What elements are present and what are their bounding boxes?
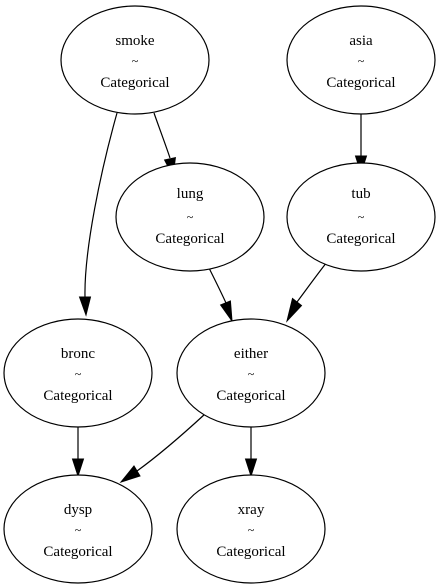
edge-bronc-to-dysp: [71, 426, 85, 478]
node-bronc-distribution: Categorical: [43, 388, 112, 404]
node-either-ellipse: [176, 318, 326, 428]
node-lung-separator: ~: [187, 210, 194, 224]
node-dysp-ellipse: [3, 474, 153, 584]
node-smoke: smoke ~ Categorical: [60, 5, 210, 115]
node-xray-separator: ~: [248, 523, 255, 537]
node-asia: asia ~ Categorical: [286, 5, 436, 115]
node-lung: lung ~ Categorical: [115, 162, 265, 272]
node-asia-ellipse: [286, 5, 436, 115]
node-smoke-label: smoke: [115, 33, 155, 49]
node-bronc-separator: ~: [75, 367, 82, 381]
node-dysp: dysp ~ Categorical: [3, 474, 153, 584]
edge-either-to-dysp: [119, 413, 206, 483]
node-smoke-distribution: Categorical: [100, 75, 169, 91]
node-tub-separator: ~: [358, 210, 365, 224]
node-asia-separator: ~: [358, 54, 365, 68]
node-xray-label: xray: [238, 502, 265, 518]
node-dysp-label: dysp: [64, 502, 92, 518]
edge-either-to-xray: [244, 426, 258, 478]
node-tub: tub ~ Categorical: [286, 162, 436, 272]
node-xray-ellipse: [176, 474, 326, 584]
node-lung-label: lung: [177, 186, 204, 202]
node-bronc-label: bronc: [61, 346, 95, 362]
node-xray: xray ~ Categorical: [176, 474, 326, 584]
edge-lung-to-either: [208, 267, 233, 323]
node-lung-distribution: Categorical: [155, 231, 224, 247]
node-either-label: either: [234, 346, 268, 362]
node-dysp-separator: ~: [75, 523, 82, 537]
edge-smoke-to-bronc: [78, 112, 118, 317]
node-bronc: bronc ~ Categorical: [3, 318, 153, 428]
node-xray-distribution: Categorical: [216, 544, 285, 560]
node-tub-distribution: Categorical: [326, 231, 395, 247]
edge-tub-to-either: [286, 261, 328, 323]
node-smoke-ellipse: [60, 5, 210, 115]
node-asia-label: asia: [349, 33, 373, 49]
node-either-distribution: Categorical: [216, 388, 285, 404]
node-lung-ellipse: [115, 162, 265, 272]
node-either: either ~ Categorical: [176, 318, 326, 428]
node-bronc-ellipse: [3, 318, 153, 428]
node-dysp-distribution: Categorical: [43, 544, 112, 560]
node-either-separator: ~: [248, 367, 255, 381]
node-smoke-separator: ~: [132, 54, 139, 68]
node-tub-label: tub: [351, 186, 370, 202]
node-asia-distribution: Categorical: [326, 75, 395, 91]
node-tub-ellipse: [286, 162, 436, 272]
